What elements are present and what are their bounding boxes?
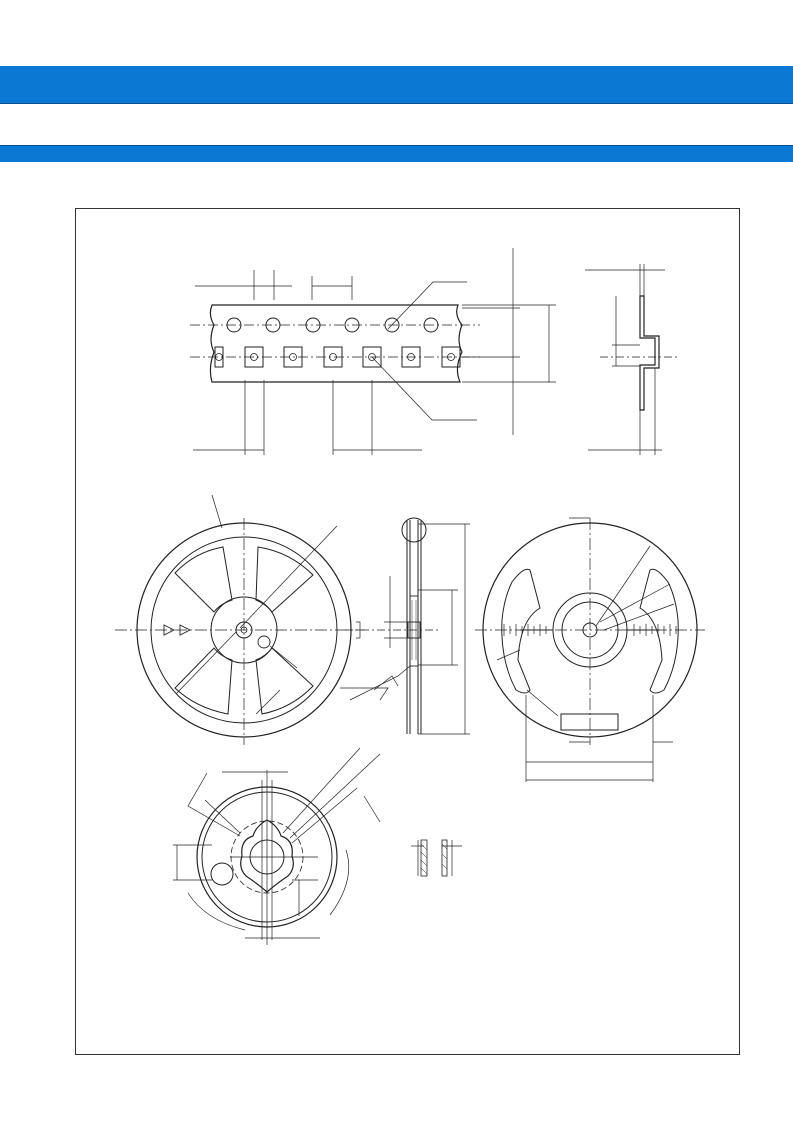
component-pocket	[214, 346, 224, 368]
pocket-hole	[289, 353, 297, 361]
sprocket-hole	[423, 317, 439, 333]
sprocket-hole	[226, 317, 242, 333]
component-pocket	[244, 346, 264, 368]
carrier-tape-plan-view	[190, 248, 556, 455]
component-pocket	[362, 346, 382, 368]
pocket-hole	[368, 353, 376, 361]
drawing-frame	[75, 208, 740, 1055]
sprocket-hole	[344, 317, 360, 333]
component-pocket	[283, 346, 303, 368]
sprocket-hole	[384, 317, 400, 333]
sprocket-holes	[226, 317, 439, 333]
pocket-hole	[447, 353, 455, 361]
sprocket-hole	[305, 317, 321, 333]
component-pocket	[401, 346, 421, 368]
hub-detail-view	[173, 747, 462, 945]
header-band	[0, 66, 793, 104]
reel-back-view	[475, 517, 705, 782]
pocket-hole	[329, 353, 337, 361]
carrier-tape-section-view	[585, 264, 680, 455]
pocket-hole	[407, 353, 415, 361]
pocket-hole	[215, 353, 223, 361]
component-pocket	[441, 346, 461, 368]
component-pocket	[323, 346, 343, 368]
subheader-band	[0, 145, 793, 162]
pocket-hole	[250, 353, 258, 361]
reel-front-view	[115, 494, 365, 745]
component-pockets	[214, 346, 461, 368]
sprocket-hole	[265, 317, 281, 333]
reel-side-view	[340, 517, 470, 735]
